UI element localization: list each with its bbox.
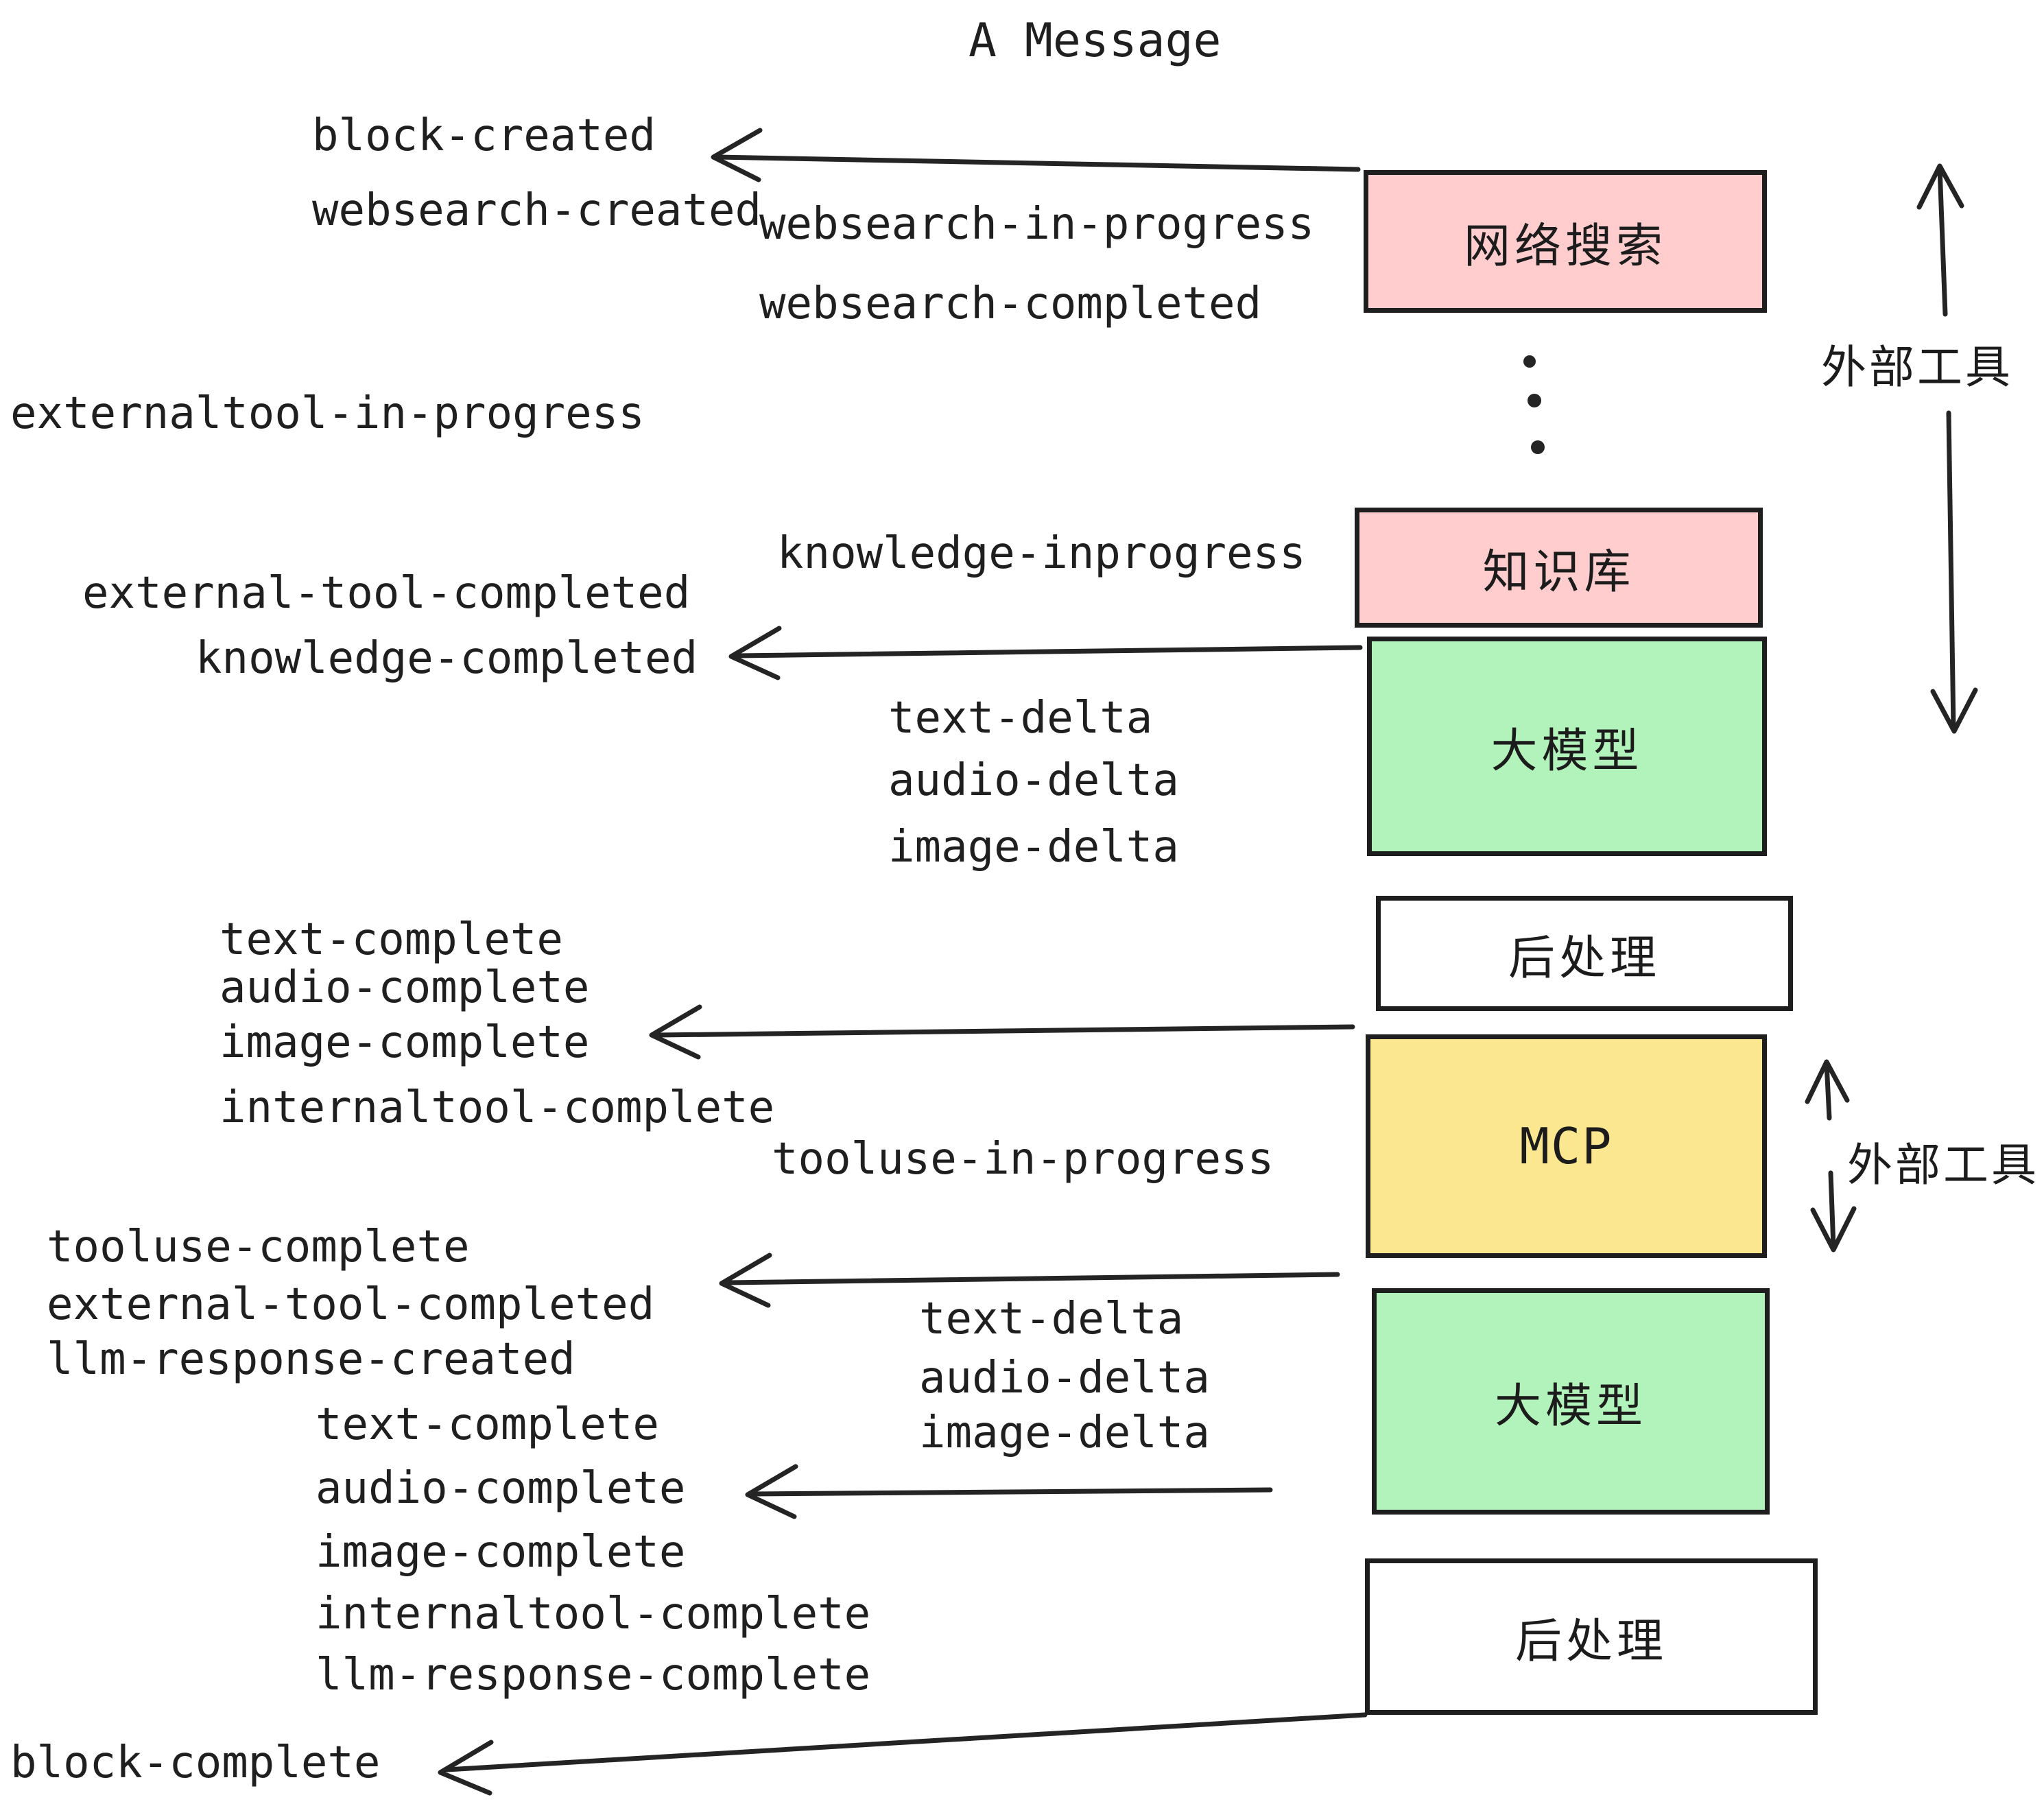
box-postprocess: 后处理 xyxy=(1376,896,1793,1011)
double-arrow-vertical-icon xyxy=(1805,1059,1857,1253)
double-arrow-vertical-icon xyxy=(1916,163,1978,734)
event-external-tool-completed-2: external-tool-completed xyxy=(47,1279,655,1330)
event-internaltool-complete-2: internaltool-complete xyxy=(316,1589,871,1639)
box-mcp: MCP xyxy=(1366,1034,1767,1258)
event-llm-response-complete: llm-response-complete xyxy=(316,1650,871,1700)
arrow-left-icon xyxy=(745,1464,1273,1519)
event-text-complete: text-complete xyxy=(219,914,563,965)
event-websearch-created: websearch-created xyxy=(312,185,762,236)
label-external-tools: 外部工具 xyxy=(1821,342,2013,392)
event-image-delta-2: image-delta xyxy=(919,1408,1210,1458)
event-tooluse-complete: tooluse-complete xyxy=(47,1222,470,1272)
arrow-left-icon xyxy=(649,1004,1355,1060)
event-internaltool-complete: internaltool-complete xyxy=(219,1082,775,1133)
event-audio-complete: audio-complete xyxy=(219,962,590,1013)
label-external-tools-2: 外部工具 xyxy=(1847,1139,2039,1190)
event-text-complete-2: text-complete xyxy=(316,1399,659,1450)
box-llm: 大模型 xyxy=(1367,637,1767,856)
event-llm-response-created: llm-response-created xyxy=(47,1334,575,1385)
event-block-complete: block-complete xyxy=(10,1737,381,1788)
event-knowledge-completed: knowledge-completed xyxy=(195,633,698,684)
box-postprocess-2: 后处理 xyxy=(1365,1558,1818,1715)
event-audio-delta: audio-delta xyxy=(888,755,1179,806)
box-knowledge-base: 知识库 xyxy=(1355,508,1763,628)
ellipsis-dots-icon xyxy=(1523,355,1545,454)
event-tooluse-in-progress: tooluse-in-progress xyxy=(772,1134,1274,1185)
event-knowledge-inprogress: knowledge-inprogress xyxy=(777,528,1306,579)
arrow-left-icon xyxy=(719,1253,1340,1308)
arrow-left-icon xyxy=(711,128,1361,182)
diagram-title: A Message xyxy=(968,14,1222,68)
event-externaltool-in-progress: externaltool-in-progress xyxy=(10,388,645,439)
event-websearch-completed: websearch-completed xyxy=(759,278,1262,329)
event-audio-complete-2: audio-complete xyxy=(316,1463,686,1514)
event-external-tool-completed: external-tool-completed xyxy=(82,568,691,619)
event-audio-delta-2: audio-delta xyxy=(919,1353,1210,1403)
event-image-complete-2: image-complete xyxy=(316,1527,686,1578)
event-image-delta: image-delta xyxy=(888,822,1179,873)
arrow-left-icon xyxy=(728,626,1363,680)
event-text-delta: text-delta xyxy=(888,693,1153,744)
event-websearch-in-progress: websearch-in-progress xyxy=(759,199,1315,250)
arrow-left-icon xyxy=(438,1712,1368,1796)
event-image-complete: image-complete xyxy=(219,1017,590,1068)
box-websearch: 网络搜索 xyxy=(1364,170,1767,313)
event-text-delta-2: text-delta xyxy=(919,1294,1184,1344)
box-llm-2: 大模型 xyxy=(1372,1288,1770,1515)
event-block-created: block-created xyxy=(312,110,656,161)
